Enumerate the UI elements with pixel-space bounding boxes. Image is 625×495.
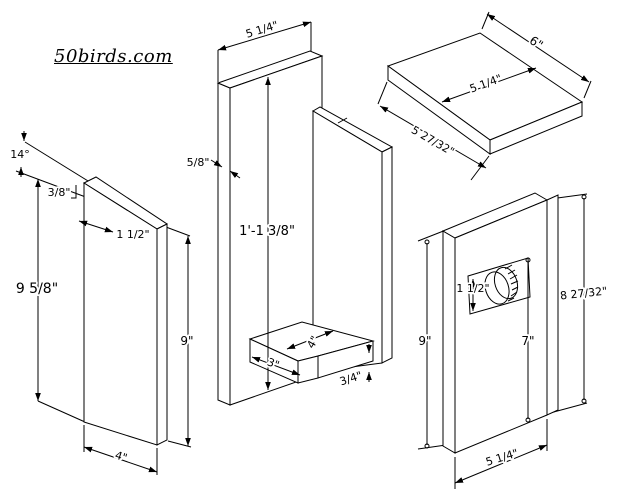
label-roof-slope-length: 5 27/32" bbox=[409, 124, 456, 159]
dim-line-roof-width bbox=[441, 67, 537, 103]
side-panel-edge-face bbox=[156, 223, 168, 446]
dim-line-floor-depth bbox=[251, 356, 301, 376]
dim-line-back-width bbox=[217, 21, 312, 51]
label-total-height: 1'-1 3/8" bbox=[239, 224, 295, 239]
label-hole-center-height: 7" bbox=[521, 334, 534, 348]
label-back-width: 5 1/4" bbox=[244, 19, 280, 41]
side-panel-diagram: 14° 3/8" 1 1/2" 9 5/8" 9" 4" bbox=[9, 131, 195, 475]
side-wall-edge-face bbox=[381, 146, 393, 364]
label-panel-back-height: 8 27/32" bbox=[559, 285, 607, 303]
label-bevel-depth: 3/8" bbox=[48, 186, 71, 199]
roof-extension-lines bbox=[377, 11, 592, 181]
side-panel-front-face bbox=[83, 182, 158, 446]
front-panel-extension-lines bbox=[417, 193, 588, 489]
thickness-leader-arrow-left bbox=[210, 159, 223, 168]
dim-line-panel-width bbox=[454, 444, 548, 484]
entrance-hole-hatching bbox=[504, 264, 519, 302]
front-panel-left-face bbox=[442, 230, 456, 454]
dim-tick-hole-height-bottom bbox=[525, 417, 531, 423]
side-wall-slope-tick bbox=[337, 117, 348, 124]
label-front-height: 9" bbox=[180, 334, 193, 348]
label-top-offset: 1 1/2" bbox=[116, 228, 149, 241]
dim-line-top-offset bbox=[78, 220, 114, 233]
back-panel-left-face bbox=[217, 82, 231, 406]
entrance-hole-callout-box bbox=[467, 257, 531, 315]
dim-line-floor-width bbox=[286, 330, 334, 350]
dim-line-roof-edge bbox=[486, 13, 590, 83]
dim-tick-back-height-top bbox=[581, 194, 587, 200]
label-hole-diameter: 1 1/2" bbox=[456, 282, 489, 295]
dim-tick-back-height-bottom bbox=[581, 398, 587, 404]
site-logo-link[interactable]: 50birds.com bbox=[54, 46, 173, 67]
dim-line-bottom-width bbox=[83, 446, 158, 473]
floor-corner-chamfer-face bbox=[297, 355, 319, 384]
dim-tick-hole-height-top bbox=[525, 257, 531, 263]
thickness-leader-arrow-right bbox=[229, 170, 241, 179]
side-wall-front-face bbox=[312, 110, 383, 373]
dim-tick-side-height-bottom bbox=[424, 443, 430, 449]
label-floor-thickness: 3/4" bbox=[338, 369, 364, 388]
roof-front-right-face bbox=[489, 101, 583, 155]
roof-diagram: 6" 5 1/4" 5 27/32" bbox=[377, 11, 592, 181]
back-assembly-diagram: 5 1/4" 5/8" 1'-1 3/8" 3" 4" 3/4" bbox=[185, 17, 394, 406]
dim-line-roof-slope bbox=[379, 105, 487, 169]
dim-tick-side-height-top bbox=[424, 239, 430, 245]
label-bottom-width: 4" bbox=[113, 449, 128, 465]
back-panel-width-extension-lines bbox=[217, 22, 312, 82]
entrance-hole-back-ellipse bbox=[493, 266, 519, 300]
label-panel-width: 5 1/4" bbox=[484, 447, 520, 469]
label-roof-angle: 14° bbox=[10, 148, 30, 161]
label-panel-side-height: 9" bbox=[418, 334, 431, 348]
entrance-hole-front-ellipse bbox=[484, 271, 510, 305]
label-board-thickness: 5/8" bbox=[187, 156, 210, 169]
label-roof-edge-length: 6" bbox=[527, 33, 546, 52]
front-panel-front-face bbox=[454, 199, 548, 454]
front-panel-diagram: 1 1/2" 7" 9" 8 27/32" 5 1/4" bbox=[417, 192, 610, 489]
label-back-height: 9 5/8" bbox=[16, 281, 58, 297]
front-panel-right-face bbox=[546, 194, 559, 416]
